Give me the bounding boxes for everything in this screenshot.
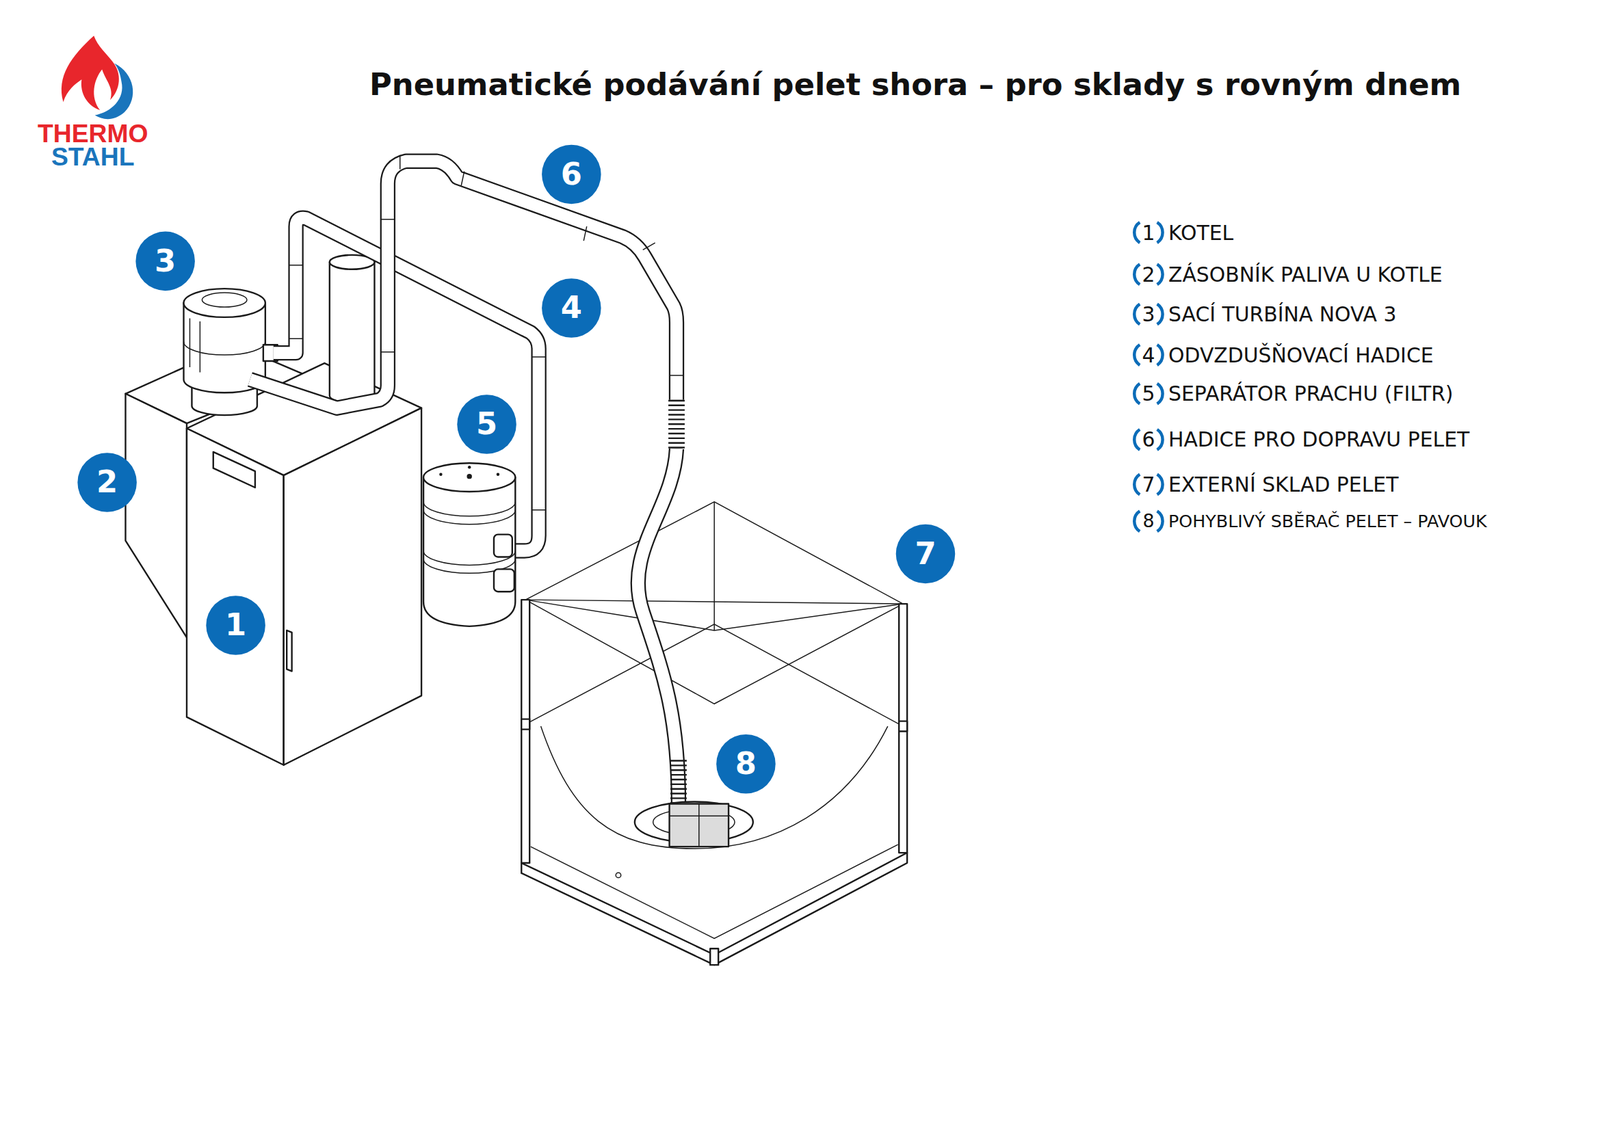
thermostahl-logo [61,35,133,120]
suction-turbine-part [184,342,266,356]
pellet-transport-hose-part [249,161,677,409]
legend-item: HADICE PRO DOPRAVU PELET [1168,428,1470,452]
flexible-suction-hose-part [638,448,679,806]
external-pellet-store-part [615,872,621,878]
external-pellet-store-part [521,853,908,966]
callout-number: 3 [135,231,195,292]
legend-item: ODVZDUŠŇOVACÍ HADICE [1168,344,1434,367]
legend-number-brackets [1134,222,1163,532]
legend-item: SEPARÁTOR PRACHU (FILTR) [1168,382,1454,405]
callout-text: 5 [476,409,498,440]
legend-number: 4 [1141,344,1155,367]
logo-text: STAHL [51,142,135,172]
external-pellet-store-part [521,719,530,730]
flexible-suction-hose-part [638,448,679,806]
external-pellet-store-part [525,599,903,704]
legend-number: 7 [1141,473,1155,496]
boiler-part [283,408,422,766]
dust-separator [423,463,516,627]
callout-number: 8 [716,734,776,795]
thermostahl-logo-part [95,62,134,120]
legend-number: 2 [1141,263,1155,286]
callout-number: 1 [205,595,266,656]
suction-turbine-part [189,318,200,373]
dust-separator-part [467,465,471,469]
flexible-suction-hose [638,448,679,808]
external-pellet-store-part [898,721,908,732]
external-pellet-store [521,502,908,966]
dust-separator-part [423,502,516,574]
dust-separator-part [493,534,513,558]
pellet-transport-hose-part [668,400,685,452]
moving-pellet-collector-part [669,803,730,847]
callout-number: 5 [456,394,517,455]
callout-text: 8 [735,749,757,780]
fuel-hopper-part [125,394,187,639]
thermostahl-logo-part [61,35,120,111]
chimney-pipe [329,255,375,403]
legend-number: 8 [1142,510,1154,532]
suction-turbine-part [184,288,266,318]
legend-item: SACÍ TURBÍNA NOVA 3 [1168,303,1397,326]
suction-turbine [184,288,278,416]
boiler-part [186,428,284,766]
legend-item: KOTEL [1168,221,1234,245]
callout-number: 7 [896,524,956,585]
boiler [186,363,422,766]
legend-item: EXTERNÍ SKLAD PELET [1168,473,1399,496]
external-pellet-store-part [525,502,903,631]
dust-separator-part [496,472,500,476]
dust-separator-part [493,569,515,592]
callout-number: 6 [541,145,602,205]
suction-turbine-part [201,292,247,308]
callout-text: 7 [914,539,936,570]
air-vent-hose-part [288,265,546,511]
callout-number: 4 [541,278,602,338]
external-pellet-store-part [898,604,908,854]
legend-number: 1 [1141,221,1155,245]
pellet-transport-hose-part [249,161,677,409]
external-pellet-store-part [541,726,888,849]
pellet-transport-hose-part [380,155,684,376]
dust-separator-part [423,477,516,627]
boiler-part [286,630,292,672]
external-pellet-store-part [525,624,903,727]
callout-text: 1 [225,610,247,641]
dust-separator-part [439,472,442,476]
callout-number: 2 [77,452,137,513]
callout-text: 6 [560,159,583,191]
flexible-suction-hose-part [670,759,687,808]
legend-item: POHYBLIVÝ SBĚRAČ PELET – PAVOUK [1168,511,1488,531]
legend-number: 3 [1141,303,1155,326]
legend-item: ZÁSOBNÍK PALIVA U KOTLE [1168,263,1443,286]
legend-number: 5 [1141,382,1155,405]
legend-number-brackets-part [1134,510,1163,532]
dust-separator-part [466,474,472,479]
legend-number: 6 [1141,428,1155,452]
chimney-pipe-part [329,261,375,403]
boiler-part [213,452,256,488]
callout-text: 3 [154,246,176,278]
title: Pneumatické podávání pelet shora – pro s… [369,67,1462,101]
external-pellet-store-part [710,948,719,966]
boiler-part [283,479,284,760]
callout-text: 2 [96,467,118,498]
moving-pellet-collector-part [669,803,730,847]
moving-pellet-collector [634,801,754,847]
dust-separator-part [423,463,516,492]
callout-text: 4 [560,292,583,324]
external-pellet-store-part [521,599,530,864]
